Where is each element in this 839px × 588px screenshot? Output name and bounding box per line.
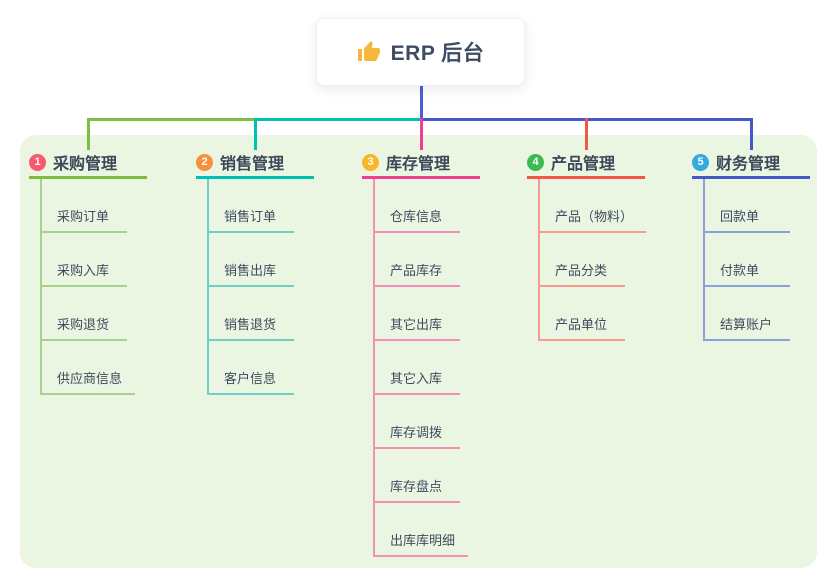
branch-number-badge: 2 [196, 153, 213, 171]
child-node[interactable]: 客户信息 [207, 341, 294, 395]
branch-children: 采购订单 采购入库 采购退货 供应商信息 [29, 179, 147, 395]
child-node[interactable]: 出库库明细 [373, 503, 469, 557]
connector-drop-branch1 [86, 118, 90, 150]
thumbs-up-icon [357, 41, 380, 61]
branch-children: 产品（物料） 产品分类 产品单位 [527, 179, 647, 341]
child-node-label: 其它入库 [390, 371, 443, 386]
branch-node-label: 财务管理 [716, 156, 781, 173]
child-node-label: 付款单 [720, 263, 760, 278]
branch-number-badge: 4 [527, 153, 544, 171]
child-node-label: 采购订单 [57, 209, 110, 224]
child-node-label: 客户信息 [224, 371, 277, 386]
connector-drop-branch2 [253, 118, 257, 150]
branch-node[interactable]: 2 销售管理 [196, 150, 314, 179]
child-rail-line [40, 179, 42, 395]
branch-children: 销售订单 销售出库 销售退货 客户信息 [196, 179, 314, 395]
branch-number-badge: 3 [362, 153, 379, 171]
branch-node-label: 采购管理 [53, 156, 118, 173]
branch-column: 5 财务管理 回款单 付款单 结算账户 [692, 150, 810, 341]
child-node-label: 采购入库 [57, 263, 110, 278]
branch-number-badge: 1 [29, 153, 46, 171]
branch-node-label: 库存管理 [386, 156, 451, 173]
child-node[interactable]: 采购入库 [40, 233, 127, 287]
child-node[interactable]: 产品（物料） [538, 179, 647, 233]
child-node-label: 采购退货 [57, 317, 110, 332]
child-rail-line [207, 179, 209, 395]
child-node-label: 销售出库 [224, 263, 277, 278]
branch-node[interactable]: 3 库存管理 [362, 150, 480, 179]
branch-node[interactable]: 1 采购管理 [29, 150, 147, 179]
child-node[interactable]: 回款单 [703, 179, 790, 233]
child-node-label: 库存调拨 [390, 425, 443, 440]
child-node-label: 出库库明细 [390, 533, 456, 548]
branch-node-label: 产品管理 [551, 156, 616, 173]
child-node-label: 其它出库 [390, 317, 443, 332]
child-node[interactable]: 销售出库 [207, 233, 294, 287]
child-node[interactable]: 产品单位 [538, 287, 625, 341]
branch-node[interactable]: 5 财务管理 [692, 150, 810, 179]
connector-h-branch2 [255, 118, 421, 121]
child-node-label: 回款单 [720, 209, 760, 224]
child-rail-line [703, 179, 705, 341]
child-node[interactable]: 付款单 [703, 233, 790, 287]
child-node[interactable]: 库存盘点 [373, 449, 460, 503]
connector-drop-branch4 [584, 118, 588, 150]
branch-children: 回款单 付款单 结算账户 [692, 179, 810, 341]
root-node-label: ERP 后台 [390, 42, 485, 65]
child-node-label: 产品（物料） [555, 209, 634, 224]
child-node-label: 产品分类 [555, 263, 608, 278]
child-node[interactable]: 销售订单 [207, 179, 294, 233]
connector-drop-branch3 [419, 118, 423, 150]
child-rail-line [373, 179, 375, 557]
root-node[interactable]: ERP 后台 [316, 18, 525, 86]
child-node-label: 销售退货 [224, 317, 277, 332]
branch-children: 仓库信息 产品库存 其它出库 其它入库 库存调拨 库存盘点 出库库明细 [362, 179, 480, 557]
branch-column: 3 库存管理 仓库信息 产品库存 其它出库 其它入库 库存调拨 库存盘点 [362, 150, 480, 557]
connector-drop-branch5 [749, 118, 753, 150]
branch-column: 4 产品管理 产品（物料） 产品分类 产品单位 [527, 150, 647, 341]
trunk-connector [419, 84, 423, 121]
child-node[interactable]: 供应商信息 [40, 341, 136, 395]
child-node[interactable]: 产品分类 [538, 233, 625, 287]
child-node[interactable]: 其它出库 [373, 287, 460, 341]
child-node-label: 销售订单 [224, 209, 277, 224]
child-node[interactable]: 结算账户 [703, 287, 790, 341]
branch-number-badge: 5 [692, 153, 709, 171]
child-node[interactable]: 产品库存 [373, 233, 460, 287]
child-node-label: 产品单位 [555, 317, 608, 332]
child-node[interactable]: 销售退货 [207, 287, 294, 341]
branches-panel [20, 135, 817, 568]
child-node-label: 仓库信息 [390, 209, 443, 224]
child-node[interactable]: 采购退货 [40, 287, 127, 341]
child-node-label: 供应商信息 [57, 371, 123, 386]
branch-node[interactable]: 4 产品管理 [527, 150, 645, 179]
child-node[interactable]: 其它入库 [373, 341, 460, 395]
connector-h-branch1 [88, 118, 255, 121]
child-node[interactable]: 仓库信息 [373, 179, 460, 233]
branch-node-label: 销售管理 [220, 156, 285, 173]
child-rail-line [538, 179, 540, 341]
child-node-label: 结算账户 [720, 317, 773, 332]
child-node[interactable]: 采购订单 [40, 179, 127, 233]
child-node-label: 库存盘点 [390, 479, 443, 494]
branch-column: 1 采购管理 采购订单 采购入库 采购退货 供应商信息 [29, 150, 147, 395]
child-node[interactable]: 库存调拨 [373, 395, 460, 449]
branch-column: 2 销售管理 销售订单 销售出库 销售退货 客户信息 [196, 150, 314, 395]
child-node-label: 产品库存 [390, 263, 443, 278]
